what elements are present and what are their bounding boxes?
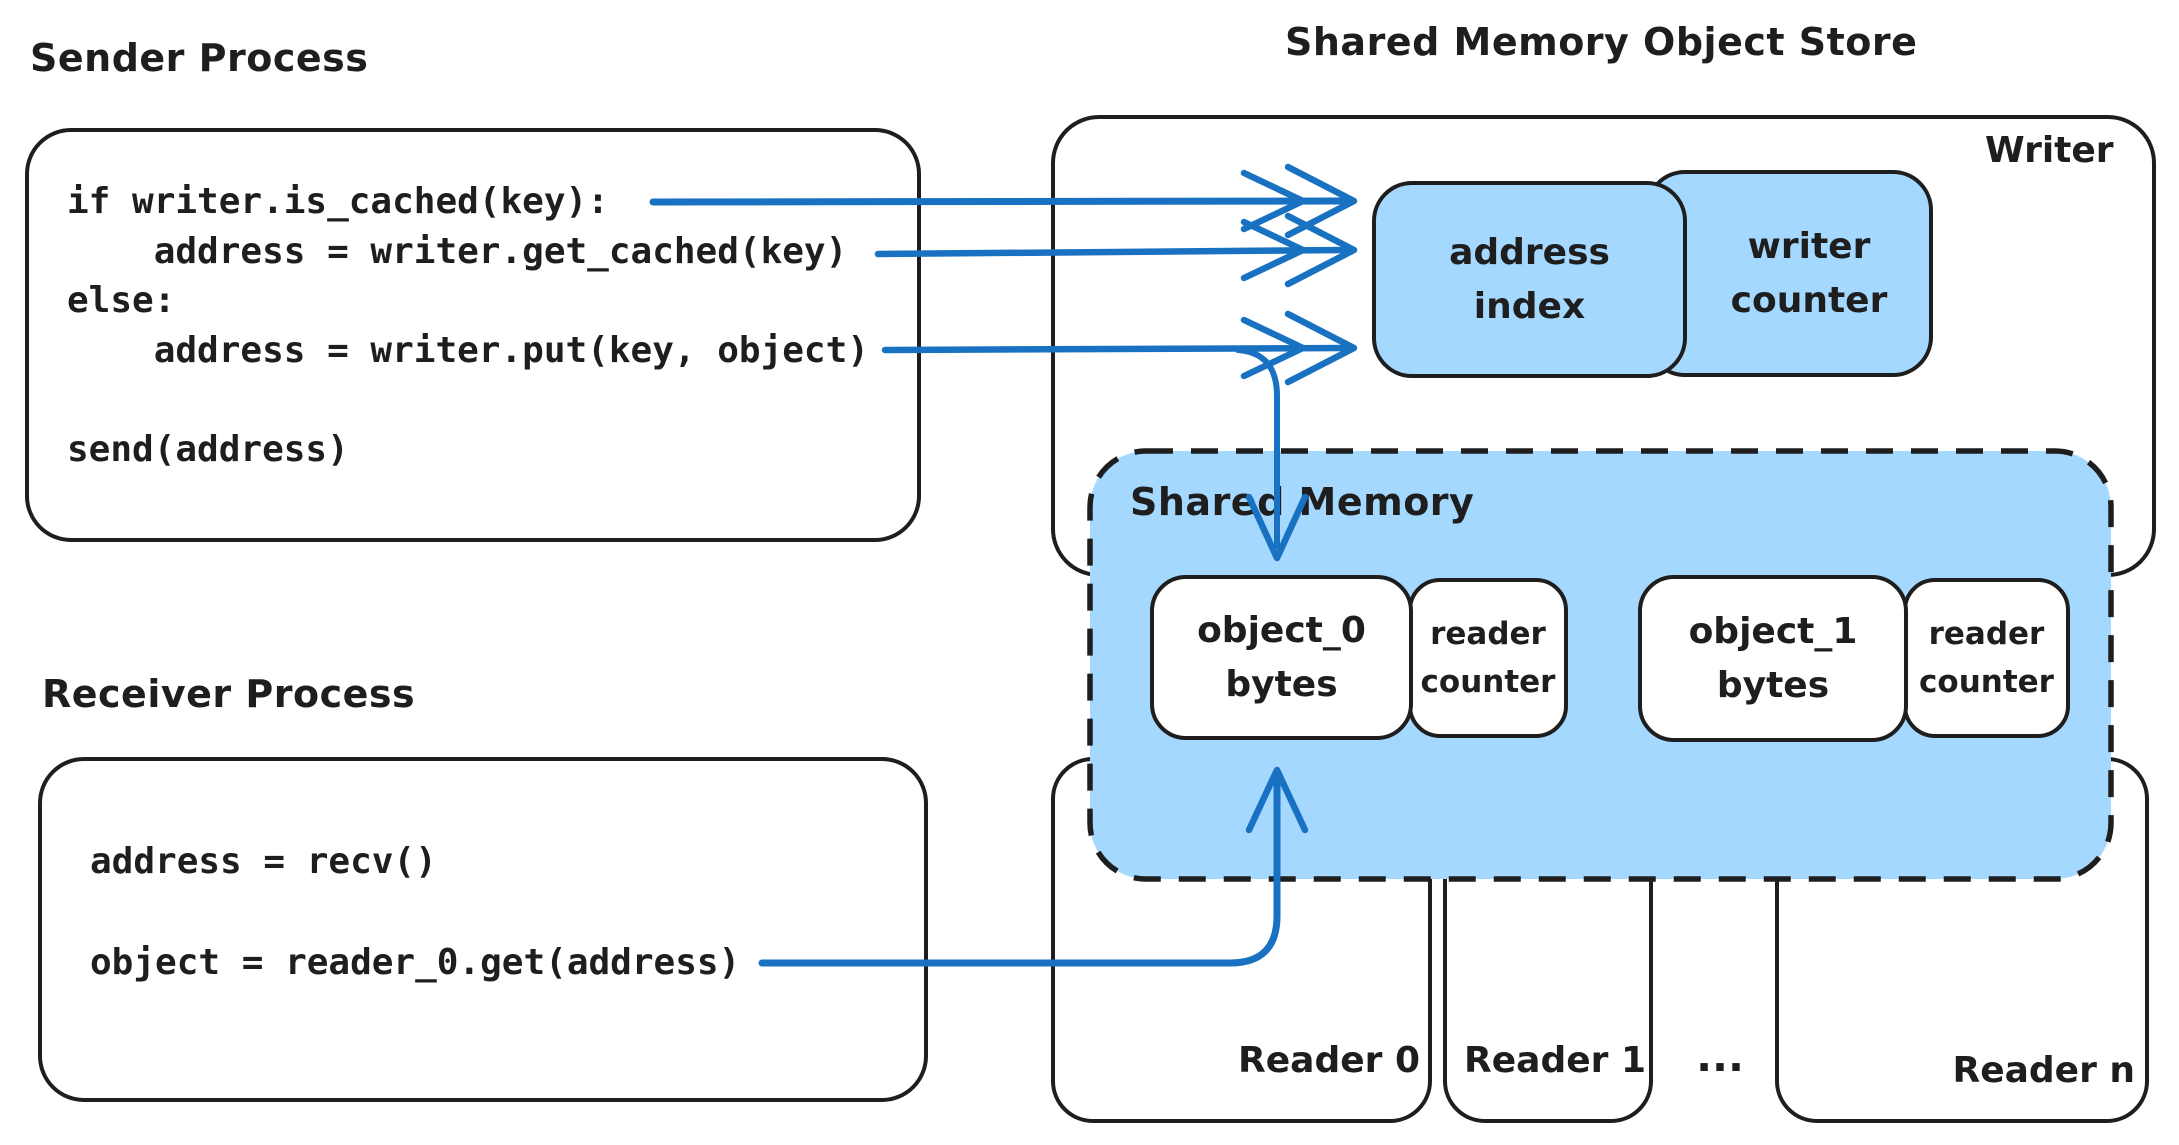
address-index-label: address index xyxy=(1449,231,1610,327)
sender-process-title: Sender Process xyxy=(30,36,369,80)
receiver-code: address = recv() object = reader_0.get(a… xyxy=(90,841,741,983)
object-1-label: object_1 bytes xyxy=(1688,610,1858,706)
object-0-label: object_0 bytes xyxy=(1197,609,1366,705)
object-store-title: Shared Memory Object Store xyxy=(1285,20,1918,64)
writer-counter-box: writer counter xyxy=(1645,170,1933,377)
receiver-process-title: Receiver Process xyxy=(42,672,416,716)
reader-n-label: Reader n xyxy=(1952,1050,2135,1091)
object-1-counter-box: reader counter xyxy=(1903,578,2070,738)
sender-code: if writer.is_cached(key): address = writ… xyxy=(67,181,869,470)
address-index-box: address index xyxy=(1372,181,1687,378)
reader-1-label: Reader 1 xyxy=(1464,1040,1646,1081)
writer-counter-label: writer counter xyxy=(1730,225,1888,321)
object-0-counter-label: reader counter xyxy=(1420,615,1556,700)
writer-title: Writer xyxy=(1985,130,2114,171)
readers-ellipsis: ... xyxy=(1696,1032,1744,1081)
object-0-box: object_0 bytes xyxy=(1150,575,1413,740)
reader-0-label: Reader 0 xyxy=(1238,1040,1420,1081)
object-1-counter-label: reader counter xyxy=(1919,615,2054,700)
sender-process-box xyxy=(25,128,921,542)
shared-memory-title: Shared Memory xyxy=(1130,480,1475,524)
object-1-box: object_1 bytes xyxy=(1638,575,1908,742)
object-0-counter-box: reader counter xyxy=(1408,578,1568,738)
